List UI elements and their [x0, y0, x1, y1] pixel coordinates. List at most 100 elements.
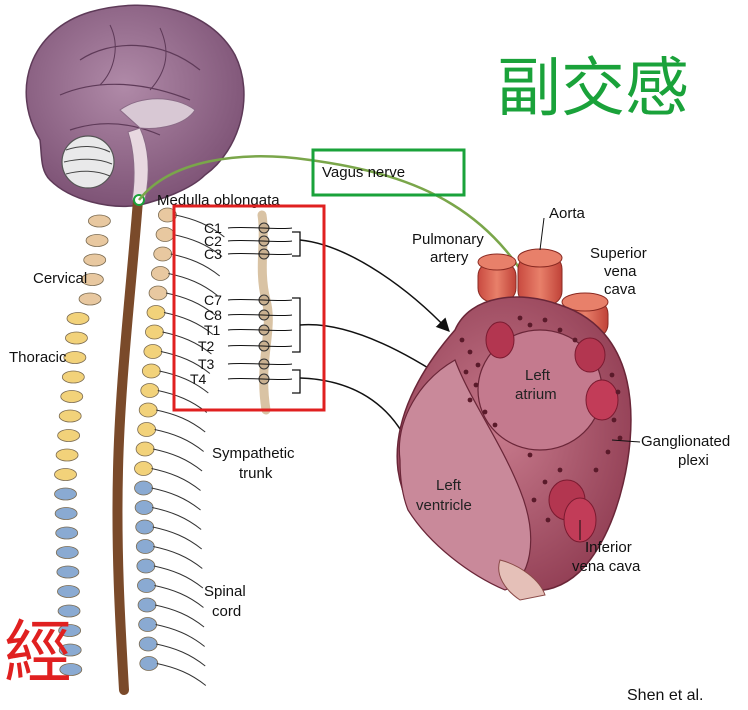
spinal-label: Spinal: [204, 583, 246, 600]
plexus-dot: [558, 468, 563, 473]
segment-line: [228, 253, 292, 254]
trunk-label: trunk: [239, 465, 273, 482]
plexus-dot: [594, 468, 599, 473]
vertebral-body: [59, 410, 81, 422]
segment-label-t1: T1: [204, 322, 221, 338]
vena-label: vena: [604, 263, 637, 280]
artery-label: artery: [430, 249, 469, 266]
plexus-dot: [468, 398, 473, 403]
spinal-nerve: [156, 410, 205, 432]
segment-label-c8: C8: [204, 307, 222, 323]
vertebra: [149, 286, 167, 300]
segment-line: [228, 329, 292, 330]
cervical-label: Cervical: [33, 270, 87, 287]
vertebra: [135, 462, 153, 476]
plexus-dot: [543, 480, 548, 485]
plexus-dot: [518, 316, 523, 321]
vertebra: [137, 559, 155, 573]
segment-label-c3: C3: [204, 246, 222, 262]
vertebra: [138, 423, 156, 437]
spinal-nerve: [152, 488, 201, 510]
vena-cava-label: vena cava: [572, 558, 641, 575]
vertebra: [137, 579, 155, 593]
superior-label: Superior: [590, 245, 647, 262]
cava-label: cava: [604, 281, 636, 298]
cord-label: cord: [212, 603, 241, 620]
plexus-dot: [528, 323, 533, 328]
nerve-title-fragment: 經: [4, 614, 72, 693]
plexus-dot: [618, 436, 623, 441]
vertebra: [140, 657, 158, 671]
vertebra: [138, 598, 156, 612]
segment-label-c7: C7: [204, 292, 222, 308]
plexus-dot: [573, 338, 578, 343]
aorta-leader: [540, 218, 544, 250]
plexus-dot: [483, 410, 488, 415]
plexus-dot: [464, 370, 469, 375]
plexus-dot: [606, 450, 611, 455]
spinal-nerve: [154, 586, 203, 608]
segment-label-t3: T3: [198, 356, 215, 372]
left-atrium-label-2: atrium: [515, 386, 557, 403]
left-ventricle-label-1: Left: [436, 477, 462, 494]
plexus-dot: [460, 338, 465, 343]
vertebral-body: [55, 508, 77, 520]
thoracic-label: Thoracic: [9, 349, 67, 366]
plexus-dot: [474, 383, 479, 388]
segment-line: [228, 314, 292, 315]
plexus-dot: [528, 453, 533, 458]
vertebra: [142, 364, 160, 378]
spinal-nerve: [154, 566, 203, 588]
vertebral-body: [65, 332, 87, 344]
vertebra: [136, 520, 154, 534]
segment-line: [228, 345, 292, 346]
segment-line: [228, 363, 292, 364]
spinal-cord: [117, 200, 138, 690]
pulmonary-label: Pulmonary: [412, 231, 484, 248]
vertebra: [135, 501, 153, 515]
spinal-nerve: [153, 449, 202, 471]
spinal-nerve: [157, 664, 206, 686]
parasympathetic-title-fragment: 副交感: [497, 52, 689, 126]
vertebra: [154, 247, 172, 261]
vertebral-body: [58, 430, 80, 442]
vertebral-body: [56, 527, 78, 539]
segment-line: [228, 378, 292, 379]
vertebral-body: [57, 566, 79, 578]
vertebral-body: [79, 293, 101, 305]
spinal-nerve: [152, 508, 201, 530]
source-credit: Shen et al.: [627, 687, 704, 704]
plexus-dot: [612, 418, 617, 423]
sympathetic-trunk: [228, 215, 300, 410]
sympathetic-label: Sympathetic: [212, 445, 295, 462]
plexus-dot: [532, 498, 537, 503]
plexus-dot: [558, 328, 563, 333]
inferior-label: Inferior: [585, 539, 632, 556]
vertebral-body: [88, 215, 110, 227]
ganglionated-label: Ganglionated: [641, 433, 730, 450]
vertebral-body: [56, 547, 78, 559]
vertebral-body: [55, 469, 77, 481]
plexi-label: plexi: [678, 452, 709, 469]
vertebra: [139, 403, 157, 417]
vertebra: [136, 540, 154, 554]
vertebral-body: [61, 391, 83, 403]
spinal-nerve: [155, 430, 204, 452]
segment-line: [228, 227, 292, 228]
vertebra: [135, 481, 153, 495]
segment-label-t2: T2: [198, 338, 215, 354]
vertebra: [151, 267, 169, 281]
left-ventricle-label-2: ventricle: [416, 497, 472, 514]
spinal-nerve: [153, 527, 202, 549]
vertebra: [144, 345, 162, 359]
aorta-label: Aorta: [549, 205, 586, 222]
spinal-nerve: [153, 547, 202, 569]
brain: [26, 5, 244, 206]
segment-label-t4: T4: [190, 371, 207, 387]
vertebral-body: [67, 313, 89, 325]
vertebra: [145, 325, 163, 339]
vertebral-body: [62, 371, 84, 383]
plexus-dot: [476, 363, 481, 368]
cerebellum: [62, 136, 114, 188]
